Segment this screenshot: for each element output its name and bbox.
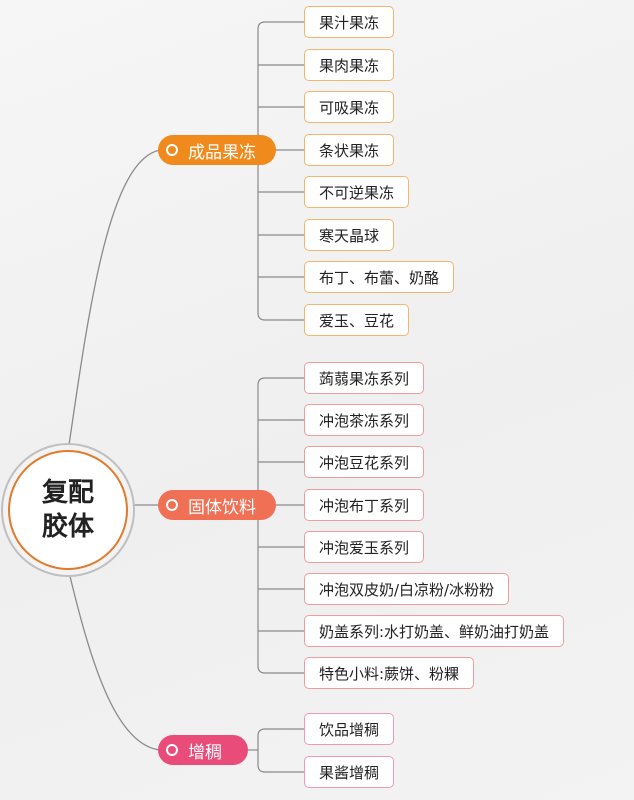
leaf-node: 冲泡布丁系列	[304, 489, 425, 521]
leaf-node: 冲泡茶冻系列	[304, 404, 425, 436]
root-label-line1: 复配	[41, 478, 94, 508]
leaf-node: 特色小料:蕨饼、粉粿	[304, 657, 475, 689]
leaf-node: 冲泡豆花系列	[304, 446, 425, 478]
leaf-node: 条状果冻	[304, 134, 395, 166]
bullet-icon	[166, 144, 178, 156]
root-label-line2: 胶体	[41, 512, 94, 542]
leaf-node: 可吸果冻	[304, 91, 395, 123]
branch-label: 固体饮料	[188, 497, 256, 518]
leaf-node: 冲泡爱玉系列	[304, 531, 425, 563]
leaf-node: 寒天晶球	[304, 219, 395, 251]
leaf-node: 果汁果冻	[304, 6, 395, 38]
leaf-node: 奶盖系列:水打奶盖、鲜奶油打奶盖	[304, 615, 565, 647]
branch-label: 成品果冻	[188, 142, 256, 163]
branch-solid-beverage: 固体饮料	[158, 490, 276, 520]
leaf-node: 果酱增稠	[304, 756, 395, 788]
branch-finished-jelly: 成品果冻	[158, 135, 276, 165]
leaf-node: 冲泡双皮奶/白凉粉/冰粉粉	[304, 573, 510, 605]
root-node: 复配 胶体	[8, 450, 128, 570]
branch-label: 增稠	[188, 742, 222, 763]
leaf-node: 布丁、布蕾、奶酪	[304, 261, 455, 293]
bullet-icon	[166, 499, 178, 511]
leaf-node: 果肉果冻	[304, 49, 395, 81]
leaf-node: 爱玉、豆花	[304, 304, 410, 336]
leaf-node: 饮品增稠	[304, 713, 395, 745]
leaf-node: 蒟蒻果冻系列	[304, 362, 425, 394]
bullet-icon	[166, 744, 178, 756]
branch-thickening: 增稠	[158, 735, 248, 765]
leaf-node: 不可逆果冻	[304, 176, 410, 208]
